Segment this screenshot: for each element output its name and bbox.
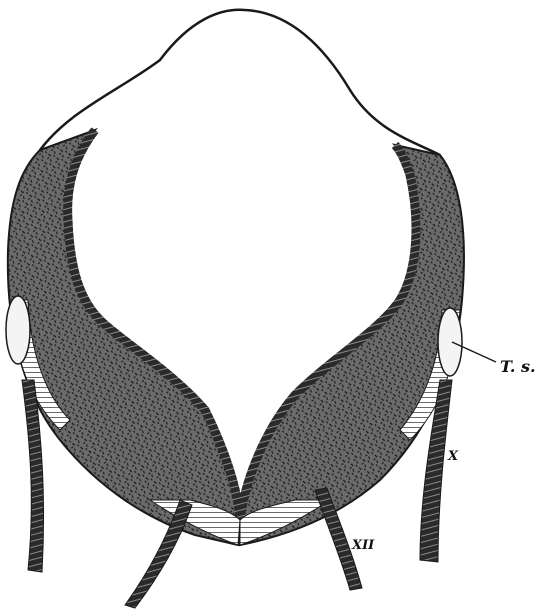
label-hypoglossal: XII (351, 538, 375, 553)
label-tractus-solitarius: T. s. (500, 357, 536, 376)
ventricle-roof (40, 10, 440, 155)
left-tractus-solitarius (6, 296, 30, 364)
right-tractus-solitarius (438, 308, 462, 376)
label-vagus: X (447, 449, 459, 464)
